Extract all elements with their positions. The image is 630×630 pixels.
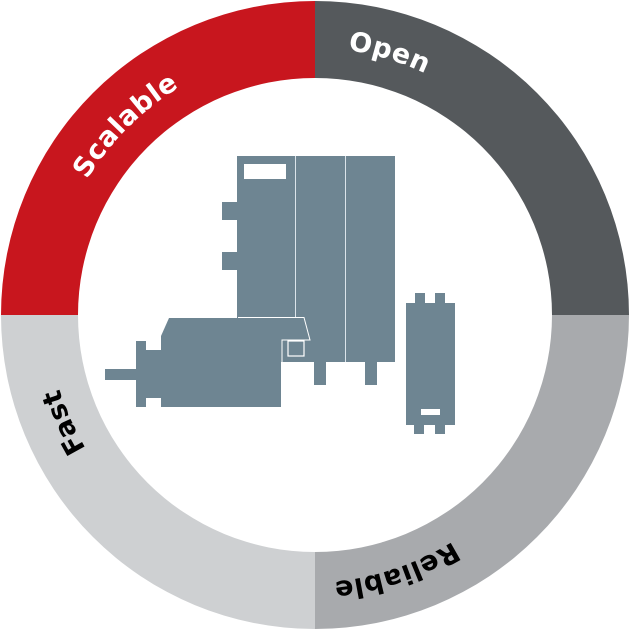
- segment-fast: [1, 315, 315, 629]
- drive-module-right: [346, 156, 395, 362]
- segment-scalable: [1, 1, 315, 315]
- connector-tab-upper: [222, 202, 238, 220]
- motor-flange: [136, 341, 146, 407]
- display-window: [244, 164, 286, 179]
- small-drive-module: [406, 293, 455, 434]
- foot-right: [365, 362, 377, 385]
- drive-system-illustration: [105, 156, 455, 434]
- motor-body: [161, 318, 281, 407]
- drive-module-left: [237, 156, 295, 318]
- segment-open: [315, 1, 629, 315]
- segment-reliable: [315, 315, 629, 629]
- foot-left: [314, 362, 326, 385]
- connector-tab-lower: [222, 252, 238, 270]
- servo-motor: [105, 317, 311, 407]
- motor-shaft: [105, 369, 138, 380]
- motor-connector-plug: [287, 340, 305, 357]
- motor-flange-neck: [146, 350, 162, 398]
- status-slot: [421, 409, 440, 415]
